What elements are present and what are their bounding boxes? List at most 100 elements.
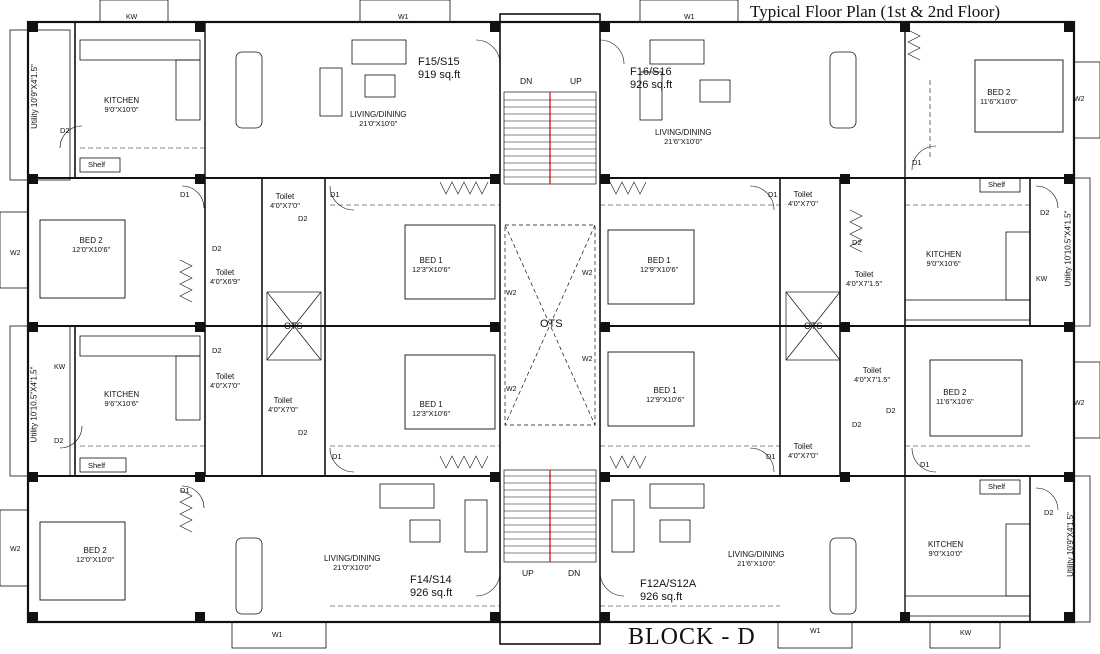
- room-dim: 11'6"X10'6": [936, 397, 974, 406]
- room-utility-ll: Utility 10'10.5"X4'1.5": [29, 367, 38, 443]
- room-utility-br: Utility 10'9"X4'1.5": [1066, 512, 1075, 577]
- flat-label-f15: F15/S15 919 sq.ft: [418, 56, 460, 82]
- room-name: BED 1: [419, 256, 443, 265]
- shelf-label: Shelf: [88, 461, 106, 470]
- stair-dn-label: DN: [520, 76, 533, 86]
- room-name: Toilet: [793, 442, 813, 451]
- window-w2-label: W2: [506, 386, 517, 393]
- door-d2-label: D2: [1044, 508, 1054, 517]
- flat-label-f14: F14/S14 926 sq.ft: [410, 574, 452, 600]
- window-w2-label: W2: [1074, 96, 1085, 103]
- room-dim: 9'0"X10'6": [926, 259, 961, 268]
- room-name: BED 2: [83, 546, 107, 555]
- room-dim: 10'9"X4'1.5": [29, 64, 39, 108]
- room-name: BED 1: [647, 256, 671, 265]
- flat-label-f16: F16/S16 926 sq.ft: [630, 66, 672, 92]
- room-name: Toilet: [793, 190, 813, 199]
- stair-up-label: UP: [570, 76, 582, 86]
- window-w1-label: W1: [684, 14, 695, 21]
- room-dim: 12'9"X10'6": [646, 395, 685, 404]
- door-d2-label: D2: [60, 126, 70, 135]
- room-dim: 4'0"X7'1.5": [846, 279, 883, 288]
- door-d1-label: D1: [920, 460, 930, 469]
- room-name: LIVING/DINING: [655, 128, 712, 137]
- ots-left-shaft: [266, 291, 322, 361]
- plan-title: Typical Floor Plan (1st & 2nd Floor): [750, 2, 1001, 21]
- room-name: Utility: [1063, 266, 1073, 287]
- window-w1-label: W1: [810, 628, 821, 635]
- room-name: Toilet: [215, 372, 235, 381]
- room-dim: 11'6"X10'0": [980, 97, 1018, 106]
- shelf-label: Shelf: [988, 180, 1006, 189]
- window-kw-label: KW: [960, 630, 972, 637]
- ots-center: [504, 224, 596, 426]
- room-dim: 12'0"X10'6": [72, 245, 111, 254]
- room-name: BED 2: [943, 388, 967, 397]
- window-w1-label: W1: [398, 14, 409, 21]
- ots-left-label: OTS: [284, 321, 303, 331]
- ots-center-label: OTS: [540, 318, 563, 330]
- door-d2-label: D2: [298, 214, 308, 223]
- flat-name: F12A/S12A: [640, 578, 697, 590]
- block-label: BLOCK - D: [628, 624, 756, 650]
- room-name: Utility: [29, 109, 39, 129]
- room-name: Utility: [1065, 557, 1075, 577]
- room-name: Utility: [29, 422, 39, 443]
- room-dim: 4'0"X7'1.5": [854, 375, 891, 384]
- window-kw-label: KW: [126, 14, 138, 21]
- window-w2-label: W2: [10, 250, 21, 257]
- flat-name: F16/S16: [630, 66, 672, 78]
- room-name: Toilet: [862, 366, 882, 375]
- room-dim: 10'9"X4'1.5": [1065, 512, 1075, 556]
- room-name: KITCHEN: [104, 390, 140, 399]
- room-name: Toilet: [275, 192, 295, 201]
- door-d2-label: D2: [212, 244, 222, 253]
- room-dim: 12'9"X10'6": [640, 265, 679, 274]
- flat-area: 926 sq.ft: [410, 587, 453, 599]
- door-d1-label: D1: [768, 190, 778, 199]
- shelf-label: Shelf: [88, 160, 106, 169]
- room-dim: 4'0"X7'0": [788, 451, 818, 460]
- stair-dn-label: DN: [568, 568, 581, 578]
- room-name: Toilet: [854, 270, 874, 279]
- window-w2-label: W2: [582, 270, 593, 277]
- room-name: Toilet: [215, 268, 235, 277]
- room-name: KITCHEN: [926, 250, 962, 259]
- door-d2-label: D2: [852, 238, 862, 247]
- door-d1-label: D1: [766, 452, 776, 461]
- room-dim: 4'0"X7'0": [268, 405, 298, 414]
- flat-area: 926 sq.ft: [630, 79, 673, 91]
- room-dim: 9'0"X10'0": [104, 105, 139, 114]
- room-dim: 21'6"X10'0": [664, 137, 703, 146]
- flat-name: F15/S15: [418, 56, 460, 68]
- room-name: BED 2: [79, 236, 103, 245]
- flat-area: 926 sq.ft: [640, 591, 683, 603]
- door-d2-label: D2: [852, 420, 862, 429]
- window-kw-label: KW: [1036, 276, 1048, 283]
- room-name: BED 2: [987, 88, 1011, 97]
- room-dim: 12'0"X10'0": [76, 555, 115, 564]
- stair-up-label: UP: [522, 568, 534, 578]
- room-dim: 4'0"X6'9": [210, 277, 240, 286]
- room-name: LIVING/DINING: [350, 110, 407, 119]
- flat-label-f12a: F12A/S12A 926 sq.ft: [640, 578, 696, 604]
- door-d1-label: D1: [912, 158, 922, 167]
- room-dim: 4'0"X7'0": [788, 199, 818, 208]
- room-dim: 12'3"X10'6": [412, 409, 451, 418]
